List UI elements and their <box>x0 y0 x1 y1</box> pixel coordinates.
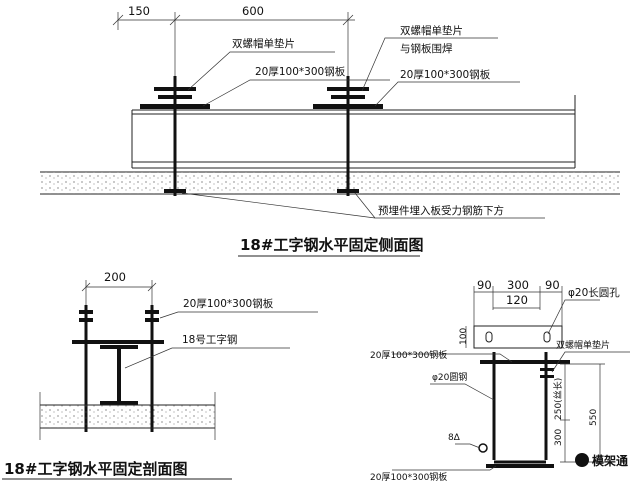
label-washer-left: 双螺帽单垫片 <box>232 37 295 50</box>
section-label-beam: 18号工字钢 <box>182 333 237 346</box>
label-weld: 与钢板围焊 <box>400 42 453 55</box>
dim-100: 100 <box>459 328 469 345</box>
dim-200: 200 <box>104 270 126 284</box>
dim-120: 120 <box>506 293 528 307</box>
label-plate-right: 20厚100*300钢板 <box>400 68 491 81</box>
section-label-plate: 20厚100*300钢板 <box>183 297 274 310</box>
label-plate-top: 20厚100*300钢板 <box>370 349 447 361</box>
section-view-title: 18#工字钢水平固定剖面图 <box>4 460 187 478</box>
side-view: 150 600 双螺帽单垫片 20厚100*300钢板 双螺帽单垫片 与钢板围焊 <box>40 4 620 257</box>
watermark: 模架通 <box>575 453 628 468</box>
section-view: 200 20厚100*300钢板 18号工字钢 18#工字钢水平固定剖面图 <box>2 270 318 480</box>
detail-view: 90 300 90 120 100 φ20长圆孔 250(丝长) 550 300 <box>370 278 630 483</box>
label-rod: φ20圆钢 <box>432 371 467 383</box>
dim-150: 150 <box>128 4 150 18</box>
label-embed: 预埋件埋入板受力钢筋下方 <box>378 204 504 217</box>
watermark-text: 模架通 <box>592 453 628 468</box>
dim-600: 600 <box>242 4 264 18</box>
side-view-title: 18#工字钢水平固定侧面图 <box>240 236 423 254</box>
label-plate-bottom: 20厚100*300钢板 <box>370 471 447 483</box>
label-washer-right: 双螺帽单垫片 <box>400 24 463 37</box>
dim-300: 300 <box>507 278 529 292</box>
dim-550: 550 <box>589 409 599 426</box>
label-washer: 双螺帽单垫片 <box>556 339 610 351</box>
label-hole: φ20长圆孔 <box>568 286 620 299</box>
dim-90-left: 90 <box>477 278 492 292</box>
dim-thread: 250(丝长) <box>552 378 564 420</box>
dim-90-right: 90 <box>545 278 560 292</box>
label-bar: 8∆ <box>448 433 461 443</box>
label-plate-left: 20厚100*300钢板 <box>255 65 346 78</box>
dim-300-bottom: 300 <box>554 429 564 446</box>
